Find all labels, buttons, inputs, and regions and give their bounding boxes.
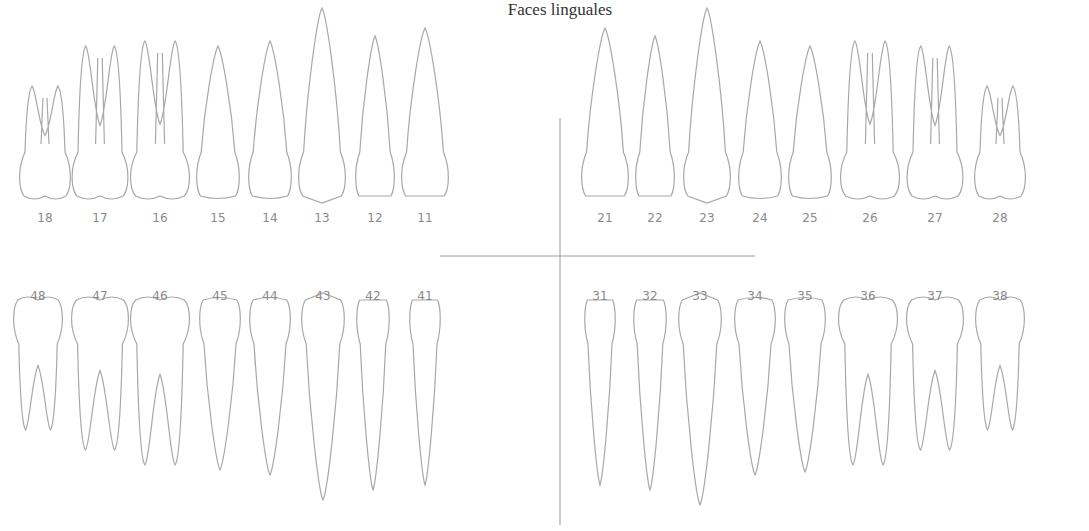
tooth-number: 35 [797,289,812,303]
tooth-outline [634,300,666,490]
tooth-outline [585,300,615,485]
tooth-outline [299,8,346,203]
tooth-outline [785,298,826,473]
tooth-number: 46 [152,289,167,303]
tooth-outline [14,297,63,430]
tooth-outline [131,41,190,199]
tooth-number: 31 [592,289,607,303]
tooth-number: 45 [212,289,227,303]
tooth-number: 21 [597,211,612,225]
tooth-outline [684,8,731,203]
tooth-number: 17 [92,211,107,225]
tooth-number: 14 [262,211,277,225]
tooth-outline [789,46,832,199]
tooth-outline [975,86,1026,199]
tooth-outline [582,28,629,196]
tooth-outline [841,41,900,199]
tooth-number: 34 [747,289,762,303]
tooth-outline [739,41,782,199]
tooth-number: 36 [860,289,875,303]
tooth-outline [735,298,776,476]
tooth-number: 41 [417,289,432,303]
tooth-number: 43 [315,289,330,303]
tooth-outline [197,46,240,199]
tooth-outline [131,297,190,465]
tooth-outline [72,46,128,199]
tooth-number: 11 [417,211,432,225]
tooth-outline [356,36,395,196]
tooth-number: 42 [365,289,380,303]
midline [560,118,561,525]
tooth-number: 47 [92,289,107,303]
tooth-outline [249,41,292,199]
tooth-number: 33 [692,289,707,303]
tooth-number: 44 [262,289,277,303]
tooth-outline [302,293,345,500]
tooth-number: 38 [992,289,1007,303]
tooth-outline [72,297,129,450]
tooth-number: 13 [314,211,329,225]
tooth-number: 22 [647,211,662,225]
tooth-number: 27 [927,211,942,225]
tooth-outline [907,46,963,199]
tooth-outline [200,298,241,471]
tooth-number: 12 [367,211,382,225]
tooth-outline [636,36,675,196]
tooth-outline [20,86,71,199]
tooth-number: 26 [862,211,877,225]
tooth-outline [907,297,964,450]
tooth-outline [976,297,1025,430]
tooth-outline [839,297,898,465]
chart-title: Faces linguales [508,0,612,20]
tooth-number: 48 [30,289,45,303]
tooth-outline [250,298,291,476]
tooth-outline [357,300,389,490]
occlusal-line [440,256,755,257]
tooth-outline [410,300,440,485]
tooth-number: 25 [802,211,817,225]
tooth-number: 28 [992,211,1007,225]
tooth-number: 16 [152,211,167,225]
tooth-number: 32 [642,289,657,303]
tooth-number: 18 [37,211,52,225]
tooth-number: 24 [752,211,767,225]
tooth-number: 23 [699,211,714,225]
tooth-outline [402,28,449,196]
tooth-number: 15 [210,211,225,225]
tooth-number: 37 [927,289,942,303]
tooth-outline [679,293,722,505]
